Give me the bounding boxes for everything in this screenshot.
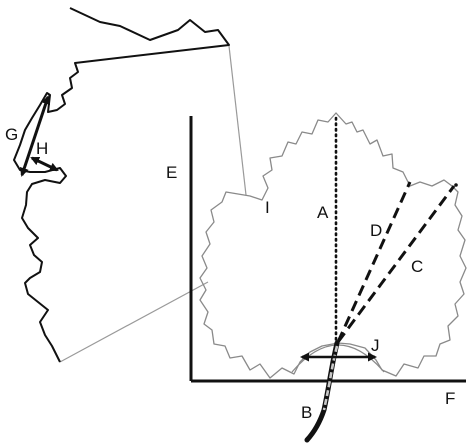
label-b: B [301, 403, 312, 422]
vein-tip-dot [454, 183, 458, 187]
measure-line-c [336, 185, 456, 343]
label-c: C [411, 257, 423, 276]
label-g: G [5, 125, 18, 144]
label-d: D [370, 221, 382, 240]
label-f: F [445, 389, 455, 408]
label-e: E [166, 163, 177, 182]
measure-arrow-h [30, 156, 59, 172]
margin-detail-outline [13, 7, 230, 363]
label-j: J [371, 336, 380, 355]
label-h: H [36, 139, 48, 158]
label-a: A [317, 203, 329, 222]
measure-arrow-g [19, 95, 51, 177]
connector-line-upper [228, 45, 247, 196]
connector-line-lower [59, 281, 209, 363]
measure-line-d [336, 181, 412, 343]
petiole-highlight [322, 345, 339, 411]
label-i: I [265, 198, 270, 217]
leaf-outline [199, 112, 467, 379]
